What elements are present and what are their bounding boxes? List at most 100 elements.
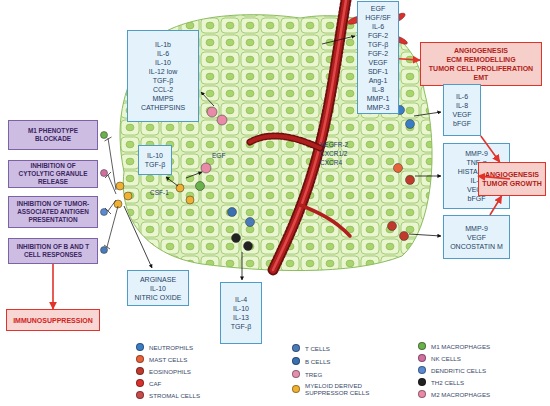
legend-swatch <box>418 342 426 350</box>
node-text: IL-10 <box>147 151 163 160</box>
node-text: IL-10 <box>150 284 166 293</box>
cytokine-list: MMP-9VEGFONCOSTATIN M <box>443 215 510 259</box>
legend-text: CAF <box>149 380 161 387</box>
node-text: VEGF <box>467 233 486 242</box>
cytokine-list: EGFHGF/SFIL-6FGF-2TGF-βFGF-2VEGFSDF-1Ang… <box>357 1 399 114</box>
legend-text: T CELLS <box>305 345 330 352</box>
node-text: IL-13 <box>233 313 249 322</box>
node-text: bFGF <box>453 119 471 128</box>
legend-swatch <box>292 357 300 365</box>
effect-box: INHIBITION OF CYTOLYTIC GRANULE RELEASE <box>8 160 98 188</box>
legend-text: M1 MACROPHAGES <box>431 343 490 350</box>
legend-text: EOSINOPHILS <box>149 368 191 375</box>
legend-text: MYELOID DERIVED SUPPRESSOR CELLS <box>305 382 397 396</box>
cytokine-list: IL-4IL-10IL-13TGF-β <box>220 282 262 344</box>
outcome-box: IMMUNOSUPPRESSION <box>6 309 100 331</box>
node-text: TGF-β <box>145 160 165 169</box>
legend-item: STROMAL CELLS <box>136 391 200 399</box>
legend-swatch <box>418 366 426 374</box>
inhibition-lines <box>104 137 118 249</box>
legend-item: EOSINOPHILS <box>136 367 191 375</box>
node-text: INHIBITION OF B AND T CELL RESPONSES <box>12 243 94 259</box>
node-text: SDF-1 <box>368 67 388 76</box>
effect-box: INHIBITION OF B AND T CELL RESPONSES <box>8 238 98 264</box>
node-text: IL-12 low <box>149 67 177 76</box>
immune-cells <box>101 106 415 254</box>
receptor-label: CSF-1 <box>150 189 169 197</box>
legend-item: DENDRITIC CELLS <box>418 366 486 374</box>
node-text: FGF-2 <box>368 31 388 40</box>
outcome-box: ANGIOGENESISTUMOR GROWTH <box>478 162 546 196</box>
legend-item: B CELLS <box>292 357 330 365</box>
node-text: INHIBITION OF CYTOLYTIC GRANULE RELEASE <box>12 162 94 186</box>
node-text: ARGINASE <box>140 275 176 284</box>
effect-box: INHIBITION OF TUMOR-ASSOCIATED ANTIGEN P… <box>8 196 98 228</box>
receptor-label: VEGFR-2 <box>320 141 348 149</box>
legend-text: B CELLS <box>305 358 330 365</box>
cytokine-list: IL-6IL-8VEGFbFGF <box>443 84 481 136</box>
node-text: IL-8 <box>456 101 468 110</box>
legend-text: TH2 CELLS <box>431 379 464 386</box>
node-text: INHIBITION OF TUMOR-ASSOCIATED ANTIGEN P… <box>12 200 94 224</box>
legend-text: STROMAL CELLS <box>149 392 200 399</box>
legend-swatch <box>292 385 300 393</box>
effect-arrow <box>52 264 54 309</box>
node-text: ECM REMODELLING <box>446 55 515 64</box>
cytokine-list: IL-1bIL-6IL-10IL-12 lowTGF-βCCL-2MMPSCAT… <box>127 30 199 122</box>
node-text: HGF/SF <box>365 13 391 22</box>
legend-item: MAST CELLS <box>136 355 187 363</box>
node-text: TGF-β <box>231 322 251 331</box>
legend-item: NK CELLS <box>418 354 461 362</box>
node-text: IL-8 <box>372 85 384 94</box>
node-text: IL-10 <box>155 58 171 67</box>
node-text: FGF-2 <box>368 49 388 58</box>
legend-swatch <box>418 390 426 398</box>
node-text: TGF-β <box>153 76 173 85</box>
node-text: ONCOSTATIN M <box>450 242 503 251</box>
receptor-label: CXCR1/2 <box>320 150 347 158</box>
legend-text: DENDRITIC CELLS <box>431 367 486 374</box>
cytokine-list: IL-10TGF-β <box>138 145 172 175</box>
node-text: VEGF <box>452 110 471 119</box>
node-text: MMP-9 <box>465 149 488 158</box>
node-text: IL-10 <box>233 304 249 313</box>
legend-item: TH2 CELLS <box>418 378 464 386</box>
node-text: IL-6 <box>372 22 384 31</box>
legend-item: NEUTROPHILS <box>136 343 193 351</box>
node-text: NITRIC OXIDE <box>134 293 181 302</box>
node-text: IL-1b <box>155 40 171 49</box>
node-text: TGF-β <box>368 40 388 49</box>
legend-item: T CELLS <box>292 344 330 352</box>
node-text: MMP-1 <box>367 94 390 103</box>
legend-text: NEUTROPHILS <box>149 344 193 351</box>
node-text: CCL-2 <box>153 85 173 94</box>
effect-arrow <box>399 59 420 60</box>
legend-item: CAF <box>136 379 161 387</box>
node-text: TUMOR GROWTH <box>482 179 542 188</box>
node-text: MMP-3 <box>367 103 390 112</box>
receptor-label: CXCR4 <box>320 159 342 167</box>
node-text: IL-6 <box>157 49 169 58</box>
node-text: IL-4 <box>235 295 247 304</box>
legend-swatch <box>136 367 144 375</box>
legend-item: MYELOID DERIVED SUPPRESSOR CELLS <box>292 382 397 396</box>
node-text: M1 PHENOTYPE BLOCKADE <box>12 127 94 143</box>
node-text: MMPS <box>153 94 174 103</box>
node-text: CATHEPSINS <box>141 103 185 112</box>
legend-item: TREG <box>292 370 322 378</box>
legend-swatch <box>292 370 300 378</box>
legend-swatch <box>136 355 144 363</box>
effect-box: M1 PHENOTYPE BLOCKADE <box>8 120 98 150</box>
legend-item: M2 MACROPHAGES <box>418 390 490 398</box>
node-text: TUMOR CELL PROLIFERATION <box>429 64 533 73</box>
legend-item: M1 MACROPHAGES <box>418 342 490 350</box>
legend-swatch <box>418 378 426 386</box>
outcome-box: ANGIOGENESISECM REMODELLINGTUMOR CELL PR… <box>420 42 542 86</box>
node-text: VEGF <box>368 58 387 67</box>
node-text: MMP-9 <box>465 224 488 233</box>
node-text: EMT <box>474 73 489 82</box>
node-text: IMMUNOSUPPRESSION <box>13 316 93 325</box>
node-text: EGF <box>371 4 385 13</box>
